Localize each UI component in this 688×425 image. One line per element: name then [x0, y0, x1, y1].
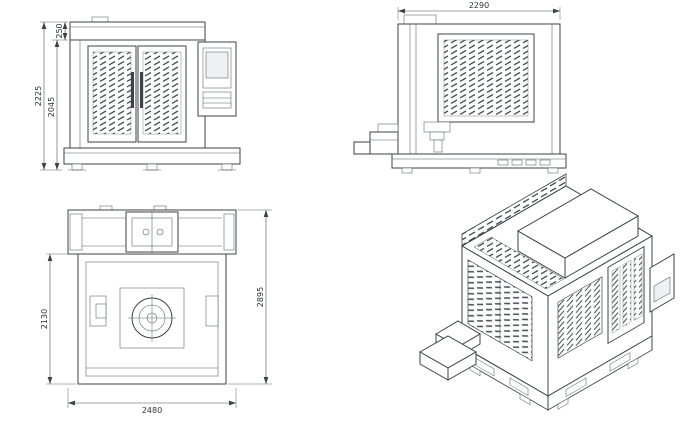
iso-work-area-opening — [473, 236, 565, 290]
plan-dimensions: 2130 2895 2480 — [40, 209, 272, 415]
leveling-foot — [221, 163, 233, 171]
left-door-handle — [131, 72, 134, 108]
leveling-foot — [469, 167, 481, 174]
dim-plan-overall-depth: 2895 — [256, 287, 265, 307]
dim-side-overall-width: 2290 — [469, 1, 489, 10]
front-view: 2225 2045 250 — [34, 16, 241, 171]
front-dimensions: 2225 2045 250 — [34, 21, 68, 171]
side-base — [391, 153, 567, 174]
iso-back-vent-wall — [461, 173, 567, 247]
dim-front-body-height: 2045 — [47, 97, 56, 117]
leveling-foot — [547, 167, 559, 174]
dim-front-total-height: 2225 — [34, 86, 43, 106]
iso-base-pallet — [461, 335, 653, 411]
isometric-view — [418, 173, 675, 411]
leveling-foot — [146, 163, 158, 171]
plan-rotary-table — [128, 294, 176, 342]
iso-top-cover-box — [516, 188, 640, 279]
iso-right-louver-vent — [557, 276, 603, 359]
side-louver-vent — [443, 39, 529, 117]
side-left-attachment — [353, 123, 399, 155]
side-spindle-detail — [423, 121, 451, 153]
right-door-handle — [140, 72, 143, 108]
dim-plan-overall-width: 2480 — [142, 406, 162, 415]
leveling-foot — [71, 163, 83, 171]
right-door-louver-vent — [142, 51, 182, 135]
iso-right-face-details — [557, 245, 645, 359]
control-screen — [205, 51, 229, 79]
iso-step-platform — [418, 320, 481, 381]
left-door-louver-vent — [92, 51, 132, 135]
side-dimensions: 2290 — [397, 1, 561, 20]
dim-plan-body-depth: 2130 — [40, 309, 49, 329]
dim-front-top-section: 250 — [55, 23, 64, 38]
control-keyboard — [202, 91, 232, 109]
leveling-foot — [401, 167, 413, 174]
control-panel — [197, 41, 237, 117]
iso-pendant-screen — [653, 276, 671, 303]
side-view: 2290 — [353, 1, 567, 174]
plan-view: 2130 2895 2480 — [40, 205, 272, 415]
plan-column-band — [67, 205, 237, 255]
front-base — [63, 147, 241, 171]
iso-left-louver-panel — [467, 259, 533, 362]
iso-pendant-panel — [649, 253, 675, 313]
